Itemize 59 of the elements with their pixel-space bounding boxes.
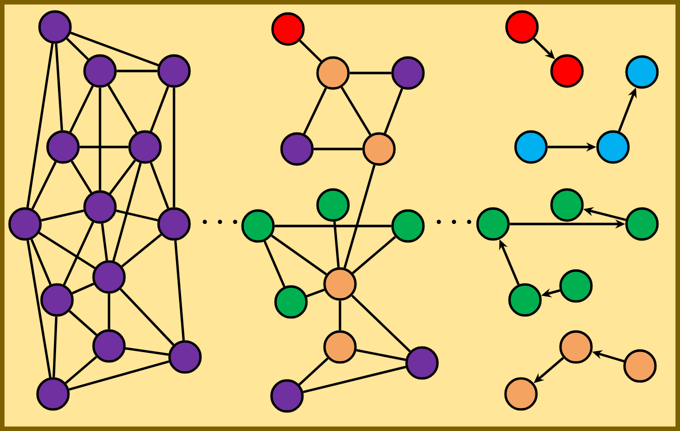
connector-line <box>66 38 89 60</box>
connector-line <box>343 164 376 268</box>
connector-line <box>80 146 128 148</box>
graph-node <box>625 207 659 241</box>
graph-node <box>36 377 70 411</box>
connector-line <box>30 238 52 286</box>
connector-line <box>98 88 102 190</box>
connector-line <box>150 162 170 209</box>
connector-line <box>302 366 406 394</box>
connector-line <box>41 210 84 222</box>
connector-line <box>26 43 54 208</box>
connector-line <box>116 70 158 72</box>
ellipsis: · · · <box>436 220 472 224</box>
connector-line <box>174 240 185 340</box>
connector-line <box>264 240 286 288</box>
connector-line <box>306 288 325 298</box>
connector-line <box>108 294 110 330</box>
connector-line <box>38 232 96 270</box>
connector-line <box>314 148 362 150</box>
connector-line <box>172 88 176 208</box>
connector-line <box>54 44 64 130</box>
connector-line <box>303 88 327 134</box>
connector-line <box>112 162 142 262</box>
connector-line <box>120 288 174 346</box>
connector-line <box>109 160 136 194</box>
connector-line <box>274 224 392 228</box>
connector-line <box>72 282 94 294</box>
connector-line <box>70 32 159 66</box>
graph-node <box>270 379 304 413</box>
connector-line <box>150 86 170 132</box>
connector-line <box>100 223 108 261</box>
connector-line <box>338 300 342 330</box>
connector-line <box>116 210 158 222</box>
connector-line <box>270 234 328 276</box>
connector-line <box>52 316 58 378</box>
connector-line <box>68 310 98 336</box>
graph-node <box>504 377 538 411</box>
ellipsis: · · · <box>202 220 238 224</box>
connector-line <box>356 349 406 361</box>
connector-line <box>62 222 94 286</box>
connector-line <box>107 84 138 134</box>
connector-line <box>70 160 92 194</box>
connector-line <box>64 356 98 384</box>
connector-line <box>121 234 162 268</box>
connector-line <box>31 161 57 210</box>
connector-line <box>125 347 169 356</box>
connector-line <box>69 85 94 132</box>
graph-node <box>623 349 657 383</box>
connector-line <box>68 360 170 391</box>
graph-node <box>625 55 659 89</box>
connector-line <box>26 240 52 378</box>
connector-line <box>333 222 340 268</box>
connector-line <box>298 357 329 386</box>
connector-line <box>352 236 396 274</box>
connector-line <box>351 294 411 352</box>
connector-line <box>299 40 322 62</box>
connector-line <box>350 72 392 74</box>
connector-line <box>384 88 404 134</box>
connector-line <box>340 86 372 136</box>
